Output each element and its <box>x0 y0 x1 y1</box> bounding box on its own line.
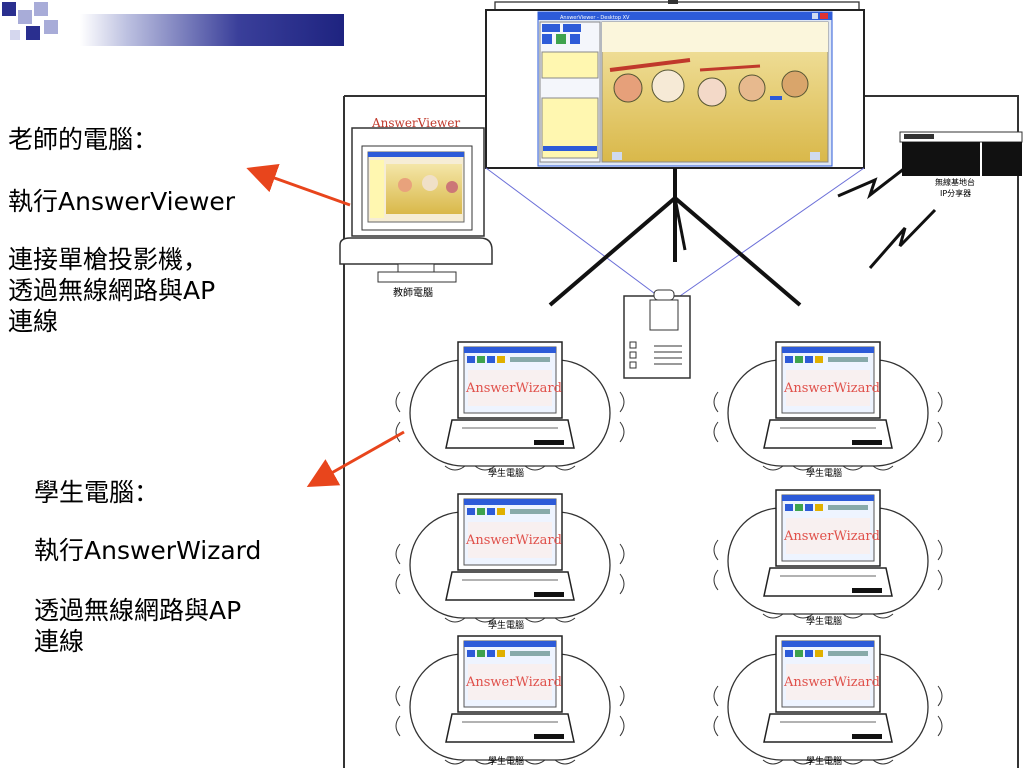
student-caption: 學生電腦 <box>488 467 524 479</box>
student-screen-label: AnswerWizard <box>465 533 562 548</box>
student-caption: 學生電腦 <box>806 467 842 479</box>
wireless-signal-1 <box>837 166 906 200</box>
teacher-pc-caption: 教師電腦 <box>393 286 433 299</box>
teacher-connect-text: 連接單槍投影機， 透過無線網路與AP 連線 <box>8 245 216 336</box>
student-connect-text: 透過無線網路與AP 連線 <box>34 596 242 656</box>
student-station-3: AnswerWizard 學生電腦 <box>395 493 625 631</box>
answer-viewer-label: AnswerViewer <box>371 116 460 130</box>
wireless-signal-2 <box>868 208 937 269</box>
student-caption: 學生電腦 <box>488 755 524 767</box>
student-station-5: AnswerWizard 學生電腦 <box>395 635 625 767</box>
projector-window-title: AnswerViewer - Desktop XV <box>560 15 630 21</box>
teacher-run-text: 執行AnswerViewer <box>8 187 236 216</box>
student-screen-label: AnswerWizard <box>783 675 880 690</box>
student-screen-label: AnswerWizard <box>465 675 562 690</box>
tripod <box>548 168 802 307</box>
student-caption: 學生電腦 <box>488 619 524 631</box>
projection-screen: AnswerViewer - Desktop XV <box>485 0 865 169</box>
ap-caption-line1: 無線基地台 <box>935 177 975 187</box>
student-station-4: AnswerWizard 學生電腦 <box>713 489 943 627</box>
teacher-heading: 老師的電腦： <box>8 125 159 154</box>
student-screen-label: AnswerWizard <box>465 381 562 396</box>
student-run-text: 執行AnswerWizard <box>34 536 262 565</box>
teacher-computer: AnswerViewer 教師電腦 <box>339 116 493 299</box>
teacher-arrow <box>246 163 351 207</box>
ap-caption-line2: IP分享器 <box>940 188 971 198</box>
student-station-6: AnswerWizard 學生電腦 <box>713 635 943 767</box>
title-bar <box>80 14 344 46</box>
student-caption: 學生電腦 <box>806 755 842 767</box>
student-station-1: AnswerWizard 學生電腦 <box>395 341 625 479</box>
student-screen-label: AnswerWizard <box>783 381 880 396</box>
wireless-access-point: 無線基地台 IP分享器 <box>899 131 1023 198</box>
student-caption: 學生電腦 <box>806 615 842 627</box>
decorative-squares <box>0 0 70 50</box>
student-station-2: AnswerWizard 學生電腦 <box>713 341 943 479</box>
projector <box>623 289 691 379</box>
student-heading: 學生電腦： <box>34 478 160 507</box>
student-screen-label: AnswerWizard <box>783 529 880 544</box>
student-arrow <box>306 430 405 487</box>
